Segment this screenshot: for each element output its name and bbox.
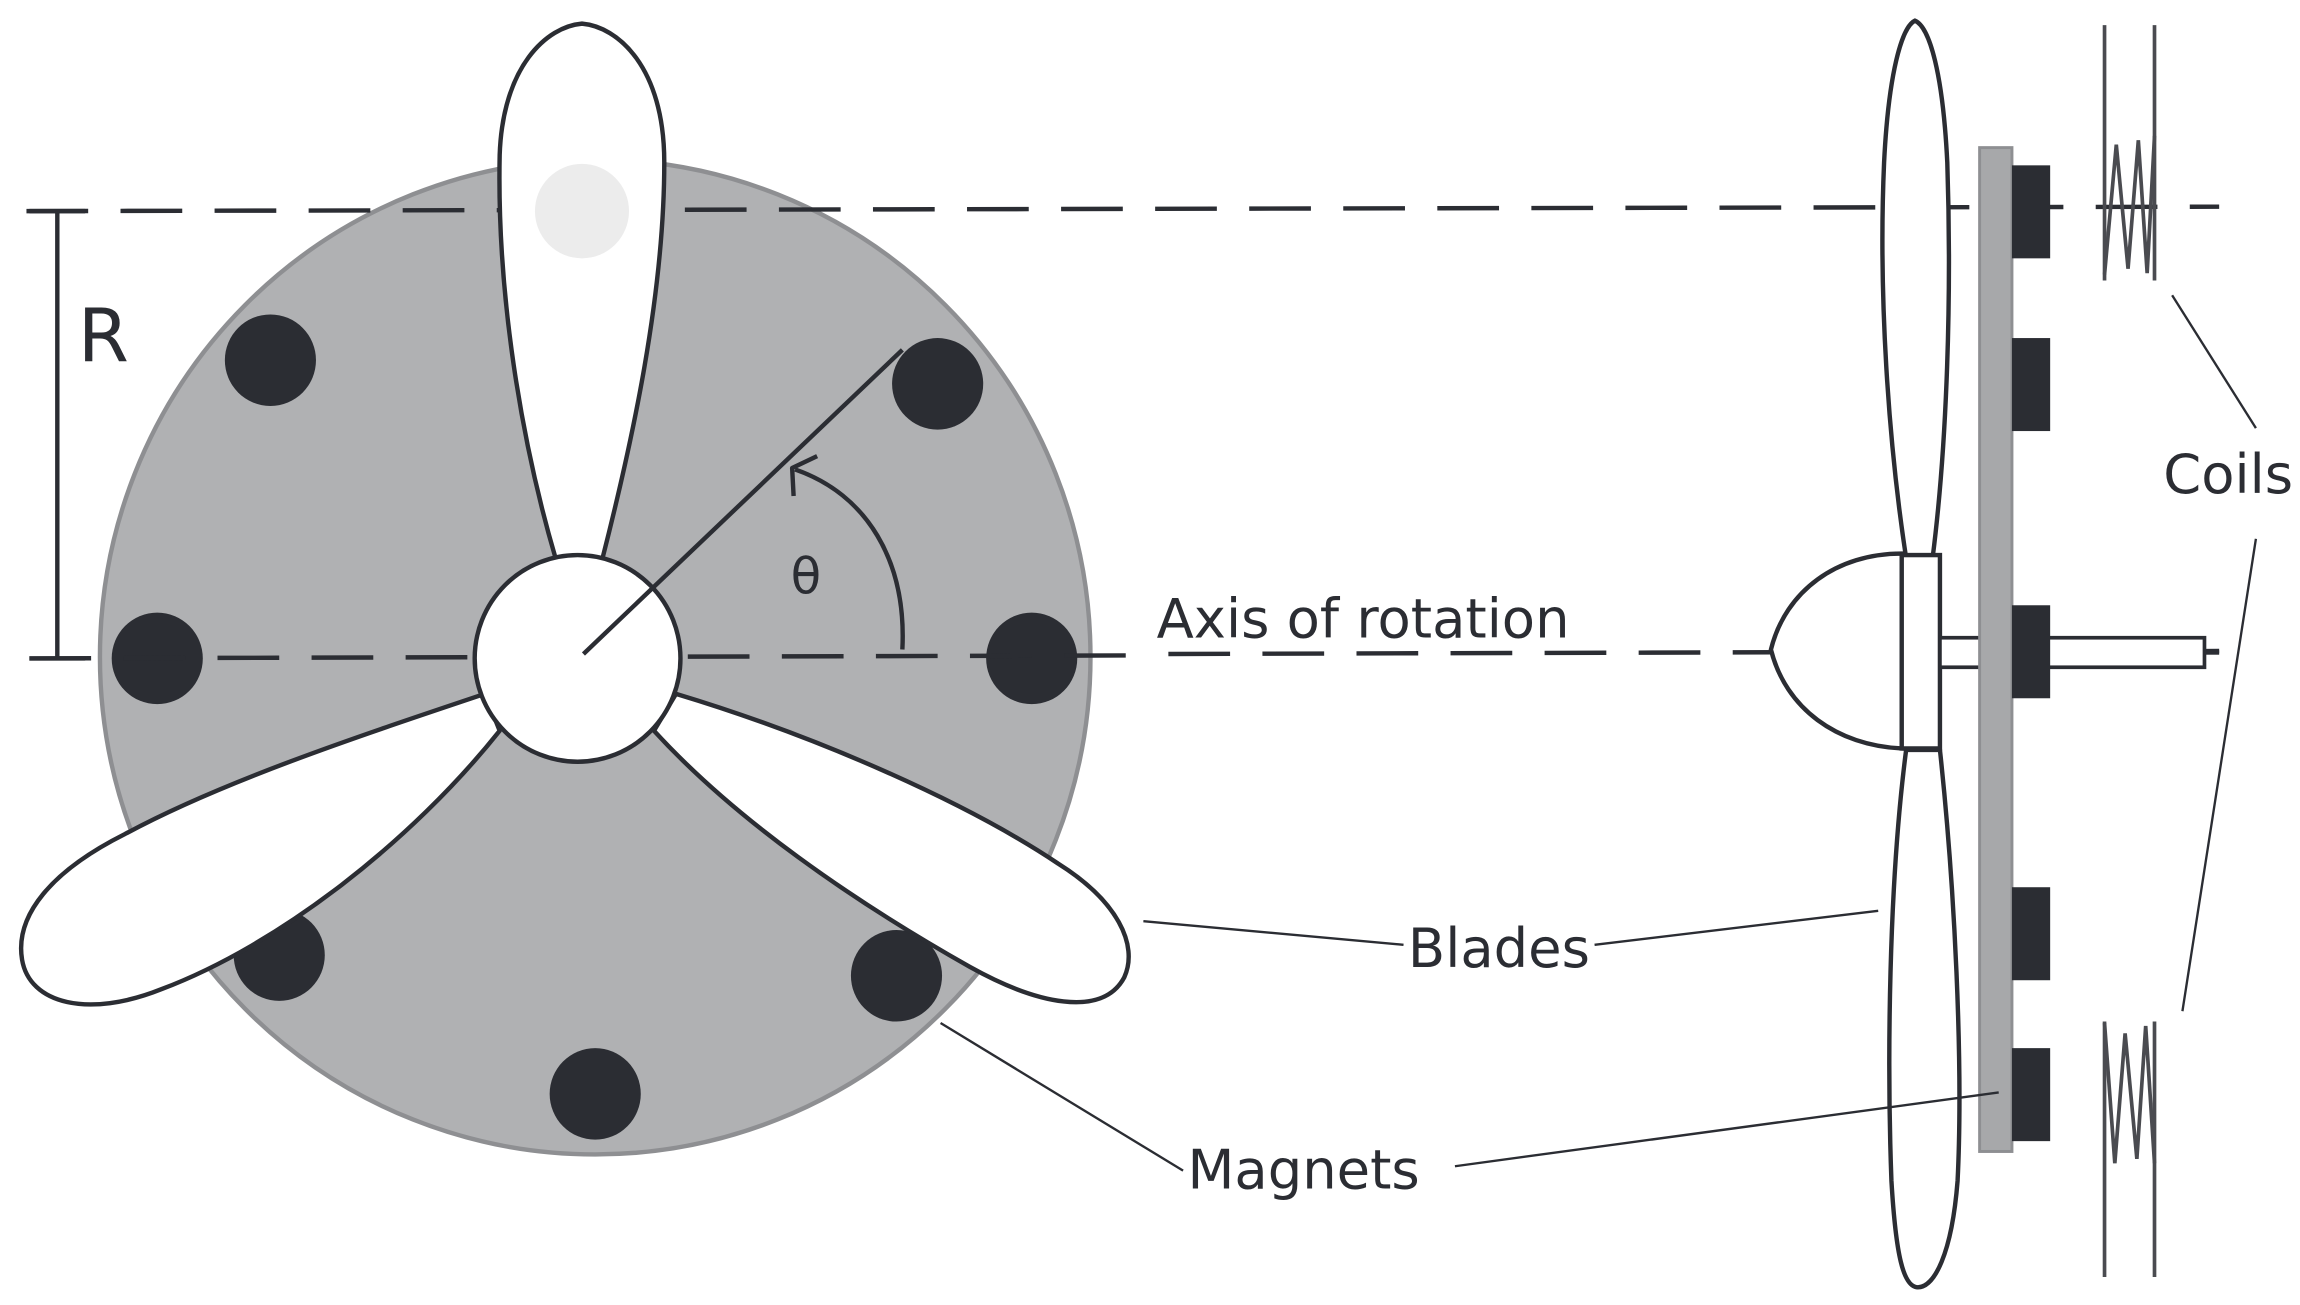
- coil-lower: [2102, 1022, 2157, 1164]
- radius-line: [581, 348, 904, 656]
- hub-collar: [1899, 552, 1943, 751]
- side-blade-upper: [1880, 18, 1952, 561]
- magnets-leader-front: [939, 1022, 1184, 1172]
- coil-upper: [2102, 135, 2157, 275]
- coils-leader-lower: [2181, 538, 2258, 1012]
- magnet: [224, 314, 316, 406]
- blades: [18, 21, 1131, 1007]
- blades-label: Blades: [1408, 916, 1590, 980]
- coils-leader-upper: [2171, 294, 2257, 429]
- side-blade-lower: [1887, 747, 1962, 1290]
- magnet: [850, 930, 943, 1022]
- side-magnets: [2011, 165, 2051, 1142]
- blades-leader-side: [1594, 909, 1879, 946]
- blade-right: [651, 691, 1131, 1005]
- magnet: [892, 338, 984, 430]
- coils-label: Coils: [2163, 442, 2293, 506]
- blades-leader-front: [1143, 920, 1404, 946]
- angle-label: θ: [791, 547, 822, 605]
- radius-label: R: [78, 295, 129, 380]
- side-magnet: [2011, 605, 2051, 699]
- angle-arc: [794, 467, 905, 650]
- highlight-spot: [534, 163, 630, 259]
- side-magnet: [2011, 338, 2051, 432]
- blade-left: [18, 691, 502, 1007]
- magnet: [986, 612, 1078, 705]
- front-view: R θ: [18, 21, 2220, 1157]
- leader-lines: [939, 294, 2258, 1172]
- magnets-leader-side: [1454, 1091, 1999, 1168]
- blade-top: [497, 21, 667, 561]
- nose-cone: [1768, 551, 1904, 751]
- radius-dimension: [29, 208, 86, 661]
- hub: [472, 552, 683, 764]
- axis-of-rotation-label: Axis of rotation: [1157, 587, 1570, 651]
- side-magnet: [2011, 887, 2051, 981]
- rotor-plate: [1978, 146, 2014, 1153]
- magnets-label: Magnets: [1187, 1137, 1419, 1201]
- radius-reference-line: [26, 204, 2220, 214]
- magnet: [549, 1048, 641, 1140]
- side-magnet: [2011, 1048, 2051, 1142]
- side-view: [1768, 18, 2220, 1290]
- angle-arrowhead: [789, 454, 819, 497]
- side-magnet: [2011, 165, 2051, 259]
